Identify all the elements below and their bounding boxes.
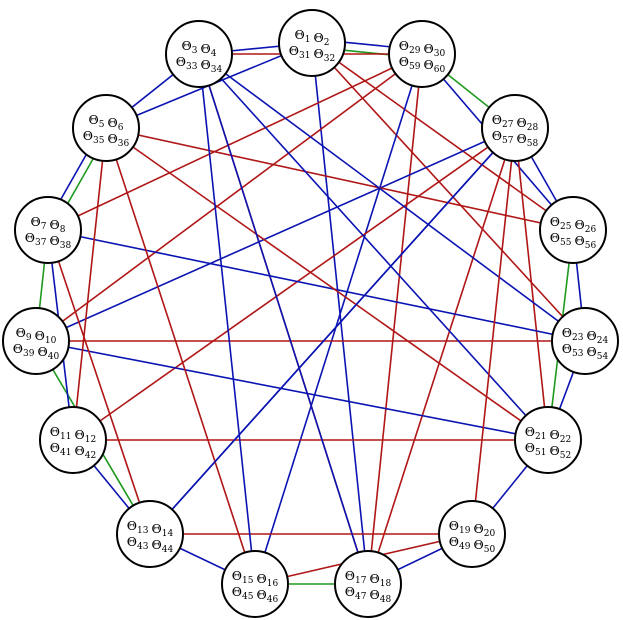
edge-red-n2-n12 [35,53,423,342]
edges-layer [35,38,586,585]
edge-blue-n6-n15 [198,53,549,441]
node-circle [221,550,289,618]
edge-red-n1-n4 [311,42,574,231]
edge-red-n2-n13 [47,53,423,231]
edge-red-n3-n6 [514,127,549,441]
node-circle [116,500,184,568]
edge-red-n1-n5 [311,42,586,342]
node-circle [438,500,506,568]
node-circle [165,20,233,88]
node-circle [388,20,456,88]
node-circle [334,550,402,618]
node-circle [551,307,619,375]
node-circle [39,406,107,474]
edge-blue-n2-n9 [254,53,423,585]
edge-red-n2-n8 [367,53,423,585]
node-circle [2,307,70,375]
node-circle [539,196,607,264]
edge-red-n4-n14 [105,127,574,231]
edge-red-n3-n8 [367,127,516,585]
edge-red-n10-n13 [47,229,151,535]
edge-red-n7-n3 [471,127,516,535]
edge-blue-n6-n12 [35,340,549,441]
node-circle [278,9,346,77]
node-circle [72,94,140,162]
edge-blue-n5-n15 [198,53,586,342]
edge-red-n11-n14 [72,127,107,441]
edge-blue-n10-n3 [149,127,516,535]
node-circle [14,196,82,264]
edge-red-n3-n11 [72,127,516,441]
edge-blue-n3-n12 [35,127,516,342]
edge-blue-n5-n13 [47,229,586,342]
node-circle [481,94,549,162]
edge-red-n9-n14 [105,127,256,585]
node-circle [514,406,582,474]
edge-blue-n9-n15 [198,53,256,585]
edge-blue-n15-n8 [198,53,369,585]
edge-red-n6-n14 [105,127,549,441]
